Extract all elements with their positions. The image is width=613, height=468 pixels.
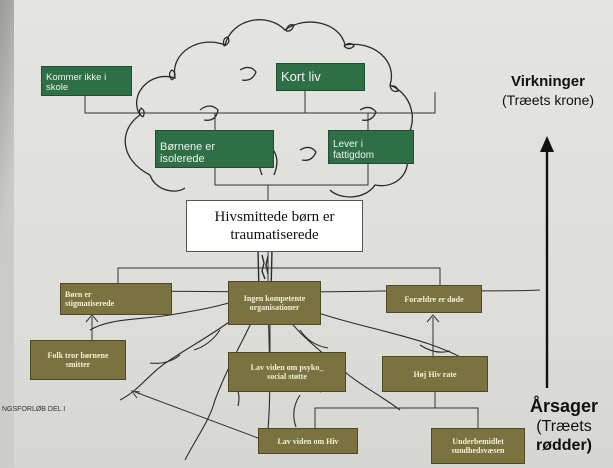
cause-people-think-text: Folk tror børnene smitter xyxy=(47,351,109,369)
cause-underfunded-health-text: Underbemidlet sundhedsvæsen xyxy=(451,437,505,455)
tree-crown xyxy=(124,19,413,198)
effect-box-poverty: Lever i fattigdom xyxy=(328,130,414,164)
effect-box-short-life: Kort liv xyxy=(276,63,365,91)
effect-poverty-text: Lever i fattigdom xyxy=(333,139,375,161)
cause-low-psychosocial-text: Lav viden om psyko_ social støtte xyxy=(250,363,324,381)
causes-subtitle-1: (Træets xyxy=(536,418,592,435)
cause-box-low-hiv-knowledge: Lav viden om Hiv xyxy=(258,428,358,454)
effects-title: Virkninger xyxy=(511,73,585,90)
effect-isolated-text: Børnene er isolerede xyxy=(160,141,216,165)
cause-low-hiv-knowledge-text: Lav viden om Hiv xyxy=(277,436,339,446)
cause-box-parents-dead: Forældre er døde xyxy=(386,285,482,313)
cause-box-stigmatized: Børn er stigmatiserede xyxy=(60,283,172,315)
cause-high-hiv-rate-text: Høj Hiv rate xyxy=(413,369,457,379)
effects-subtitle: (Træets krone) xyxy=(501,92,595,108)
cause-box-low-psychosocial: Lav viden om psyko_ social støtte xyxy=(228,352,346,392)
causes-subtitle-2: rødder) xyxy=(536,437,592,454)
cause-no-competent-orgs-text: Ingen kompetente organisationer xyxy=(243,294,306,312)
effect-box-isolated: Børnene er isolerede xyxy=(155,130,274,168)
cause-stigmatized-text: Børn er stigmatiserede xyxy=(65,290,115,308)
causes-title: Årsager xyxy=(529,396,599,416)
effect-short-life-text: Kort liv xyxy=(281,69,321,84)
cause-box-no-competent-orgs: Ingen kompetente organisationer xyxy=(228,281,321,325)
cause-to-effect-arrow xyxy=(540,136,554,388)
footer-text: NGSFORLØB DEL I xyxy=(2,406,66,413)
cause-box-high-hiv-rate: Høj Hiv rate xyxy=(382,356,488,392)
effects-label: Virkninger (Træets krone) xyxy=(488,73,608,109)
central-problem-text: Hivsmittede børn er traumatiserede xyxy=(214,209,335,243)
cause-box-people-think: Folk tror børnene smitter xyxy=(30,340,126,380)
cause-connectors xyxy=(85,252,479,439)
causes-label: Årsager (Træets rødder) xyxy=(515,396,613,455)
effect-school-text: Kommer ikke i skole xyxy=(46,72,107,93)
cause-box-underfunded-health: Underbemidlet sundhedsvæsen xyxy=(431,428,525,464)
effect-box-school: Kommer ikke i skole xyxy=(41,66,132,96)
cause-parents-dead-text: Forældre er døde xyxy=(404,294,464,304)
effect-connectors xyxy=(84,90,436,200)
central-problem-box: Hivsmittede børn er traumatiserede xyxy=(186,200,363,252)
